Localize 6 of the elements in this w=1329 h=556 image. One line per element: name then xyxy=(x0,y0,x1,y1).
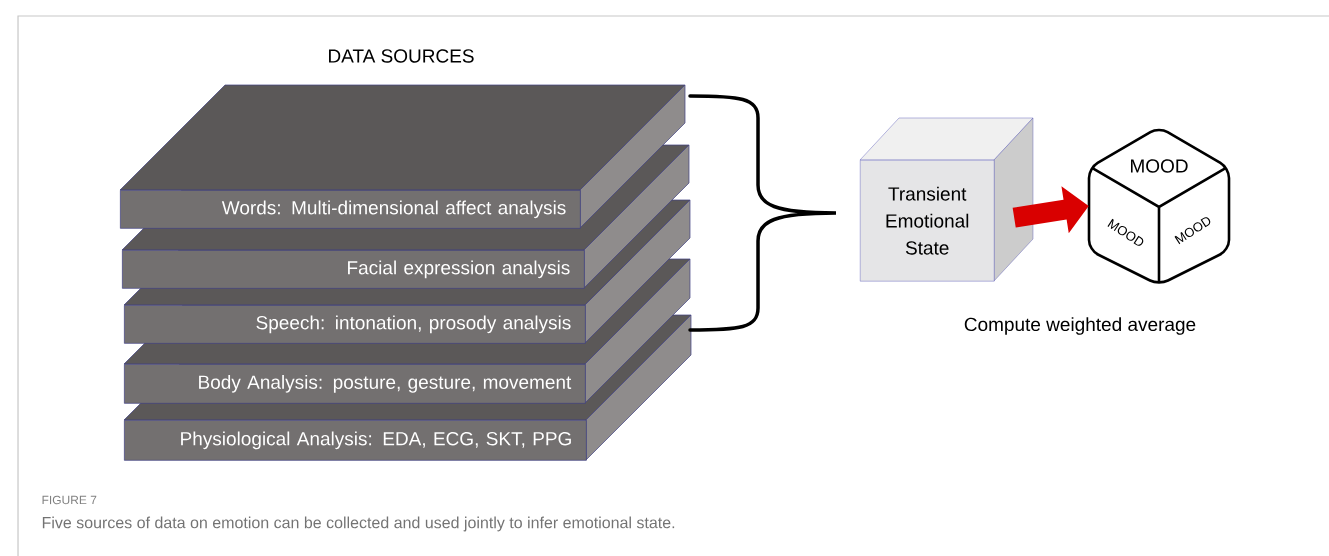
cube: Transient Emotional State xyxy=(859,117,1034,282)
figure-number: FIGURE 7 xyxy=(42,495,97,505)
slab: Words: Multi-dimensional affect analysis xyxy=(119,84,686,229)
heading: DATA SOURCES xyxy=(329,49,474,63)
figure-caption: Five sources of data on emotion can be collected and used jointly to infer emotional state. xyxy=(42,516,675,532)
caption-text: Compute weighted average xyxy=(964,317,1196,335)
